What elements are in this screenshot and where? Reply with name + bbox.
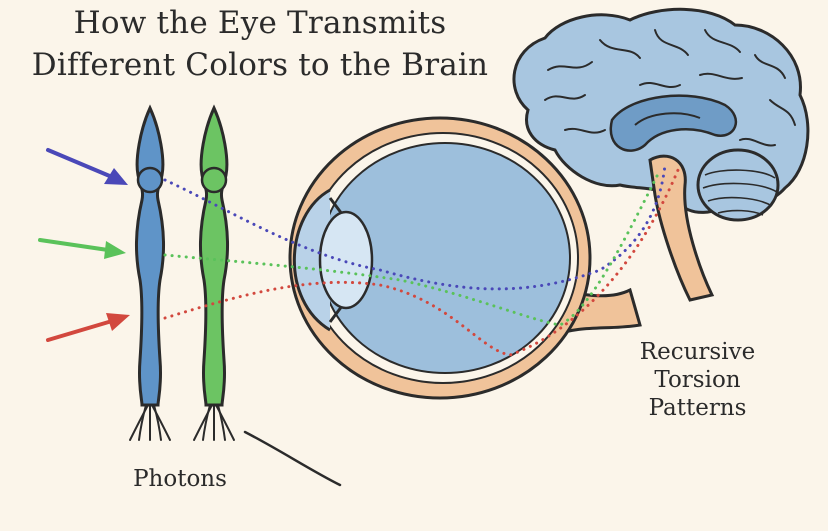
green-arrow-icon bbox=[38, 238, 126, 259]
brain bbox=[512, 7, 810, 302]
recursive-label-line-1: Recursive bbox=[639, 339, 756, 365]
diagram-title: How the Eye Transmits Different Colors t… bbox=[0, 2, 520, 86]
photons-label: Photons bbox=[133, 466, 227, 492]
recursive-label-line-2: Torsion bbox=[654, 367, 741, 393]
green-receptor-cell bbox=[193, 104, 235, 441]
title-line-2: Different Colors to the Brain bbox=[31, 47, 489, 83]
blue-receptor-cell bbox=[129, 104, 171, 441]
blue-arrow-icon bbox=[46, 148, 128, 185]
recursive-torsion-label: Recursive Torsion Patterns bbox=[610, 338, 785, 422]
pointer-line bbox=[243, 430, 342, 487]
red-signal-path bbox=[163, 168, 680, 357]
title-line-1: How the Eye Transmits bbox=[73, 5, 447, 41]
red-arrow-icon bbox=[46, 313, 130, 342]
recursive-label-line-3: Patterns bbox=[648, 395, 747, 421]
eyeball bbox=[288, 116, 642, 400]
green-signal-path bbox=[163, 168, 662, 327]
